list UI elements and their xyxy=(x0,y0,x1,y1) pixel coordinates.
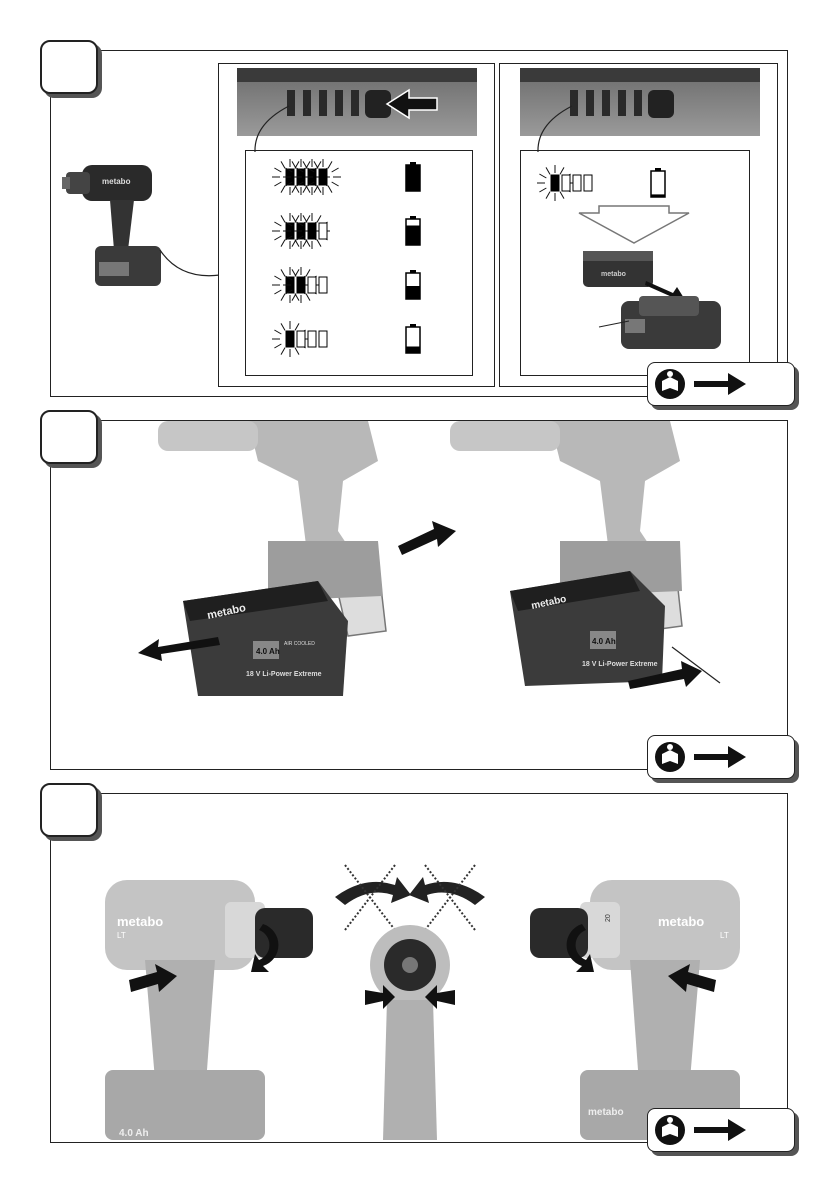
battery-capacity-label: 4.0 Ah xyxy=(256,647,280,656)
section-2-manual-reference xyxy=(647,735,795,779)
battery-charger-illustration xyxy=(621,296,721,349)
squeeze-left-arrow-icon xyxy=(365,985,395,1009)
battery-button-photo-2 xyxy=(520,68,760,136)
battery-level-icon xyxy=(405,324,421,354)
battery-capacity-label-2: 4.0 Ah xyxy=(592,637,616,646)
section-1-manual-reference xyxy=(647,362,795,406)
led-low-indicator-row xyxy=(537,165,593,201)
callout-curve-2 xyxy=(537,105,573,153)
press-release-arrow-icon xyxy=(398,521,456,555)
drill-with-battery-illustration: metabo xyxy=(62,150,162,300)
torque-marking-label: 20 xyxy=(605,914,612,922)
squeeze-right-arrow-icon xyxy=(425,985,455,1009)
battery-level-icon xyxy=(405,270,421,300)
battery-model-label-2: 18 V Li-Power Extreme xyxy=(582,661,658,668)
battery-level-icon xyxy=(405,162,421,192)
tool-brand-label-2: metabo xyxy=(658,914,704,929)
charge-indicator-panel xyxy=(218,63,495,387)
battery-button-photo xyxy=(237,68,477,136)
led-indicator-row xyxy=(272,267,328,303)
chuck-left-illustration: metabo LT 4.0 Ah xyxy=(105,880,320,1140)
led-indicator-row xyxy=(272,213,330,249)
section-3-number-tab xyxy=(40,783,98,837)
charger-leader-line xyxy=(598,320,630,328)
read-manual-icon xyxy=(655,369,685,399)
press-arrow-icon xyxy=(385,88,438,120)
rotate-wrong-right-icon xyxy=(409,877,485,905)
battery-level-icon xyxy=(405,216,421,246)
callout-leader-line xyxy=(159,249,221,277)
low-battery-box: metabo xyxy=(520,150,750,376)
press-lock-arrow-icon xyxy=(129,964,177,992)
tool-series-label: LT xyxy=(117,931,126,940)
low-battery-diagram: metabo xyxy=(537,165,721,349)
led-indicator-row xyxy=(272,159,341,195)
tool-battery-brand-label: metabo xyxy=(588,1107,624,1118)
battery-model-label: 18 V Li-Power Extreme xyxy=(246,671,322,678)
press-lock-arrow-icon-2 xyxy=(668,964,716,992)
down-arrow-icon xyxy=(578,205,690,244)
tool-series-label-2: LT xyxy=(720,931,729,940)
charge-levels-diagram xyxy=(272,159,421,357)
charge-levels-box xyxy=(245,150,473,376)
chuck-front-illustration xyxy=(325,845,495,1140)
pull-out-arrow-icon xyxy=(138,637,220,661)
section-2-number-tab xyxy=(40,410,98,464)
right-arrow-icon xyxy=(694,373,746,395)
tool-brand-label: metabo xyxy=(117,914,163,929)
right-arrow-icon-2 xyxy=(694,746,746,768)
battery-pack-illustration: metabo xyxy=(583,251,653,287)
battery-leader-line xyxy=(671,646,721,684)
battery-empty-icon xyxy=(650,168,666,198)
drill-brand-label: metabo xyxy=(102,177,131,186)
insert-battery-arrow-icon xyxy=(628,661,702,689)
right-arrow-icon-3 xyxy=(694,1119,746,1141)
tool-battery-capacity-label: 4.0 Ah xyxy=(119,1128,149,1139)
rotate-wrong-left-icon xyxy=(335,877,411,905)
callout-curve xyxy=(254,105,290,153)
read-manual-icon-3 xyxy=(655,1115,685,1145)
led-indicator-row xyxy=(272,321,328,357)
battery-cooling-label: AIR COOLED xyxy=(284,641,315,647)
pack-brand-label: metabo xyxy=(601,271,626,278)
section-3-manual-reference xyxy=(647,1108,795,1152)
battery-removal-illustration: metabo 4.0 Ah AIR COOLED 18 V Li-Power E… xyxy=(138,421,458,701)
low-battery-panel: metabo xyxy=(499,63,778,387)
rotate-chuck-arrow-icon-2 xyxy=(566,924,594,972)
battery-insertion-illustration: metabo 4.0 Ah 18 V Li-Power Extreme xyxy=(450,421,740,711)
rotate-chuck-arrow-icon xyxy=(251,924,279,972)
chuck-right-illustration: metabo LT 20 metabo xyxy=(530,880,740,1140)
section-1-number-tab xyxy=(40,40,98,94)
read-manual-icon-2 xyxy=(655,742,685,772)
